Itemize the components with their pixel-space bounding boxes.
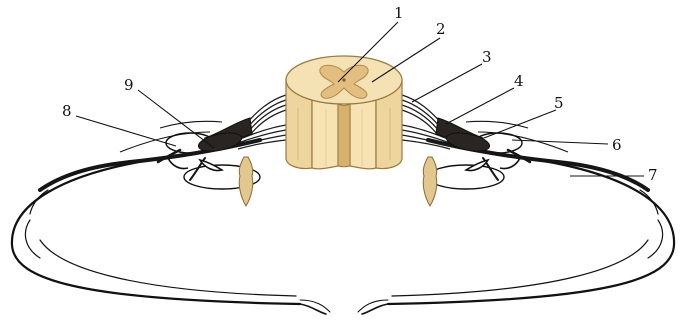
callout-7: 7 — [648, 166, 658, 184]
vertebra-left — [239, 157, 253, 206]
body-wall-outline — [12, 160, 674, 314]
leader-8 — [76, 116, 176, 146]
callout-4: 4 — [514, 72, 524, 90]
leader-3 — [412, 64, 482, 102]
callout-5: 5 — [554, 94, 564, 112]
leader-6 — [512, 140, 608, 144]
callout-2: 2 — [436, 20, 446, 38]
leader-9 — [138, 90, 214, 148]
callout-8: 8 — [62, 102, 72, 120]
callout-9: 9 — [124, 76, 134, 94]
callout-6: 6 — [612, 136, 622, 154]
leader-2 — [372, 38, 440, 82]
leader-4 — [446, 88, 514, 124]
leader-5 — [484, 110, 556, 138]
callout-3: 3 — [482, 48, 492, 66]
vertebra-right — [423, 157, 437, 206]
callout-1: 1 — [394, 4, 404, 22]
spinal-cord-segment — [286, 56, 402, 169]
